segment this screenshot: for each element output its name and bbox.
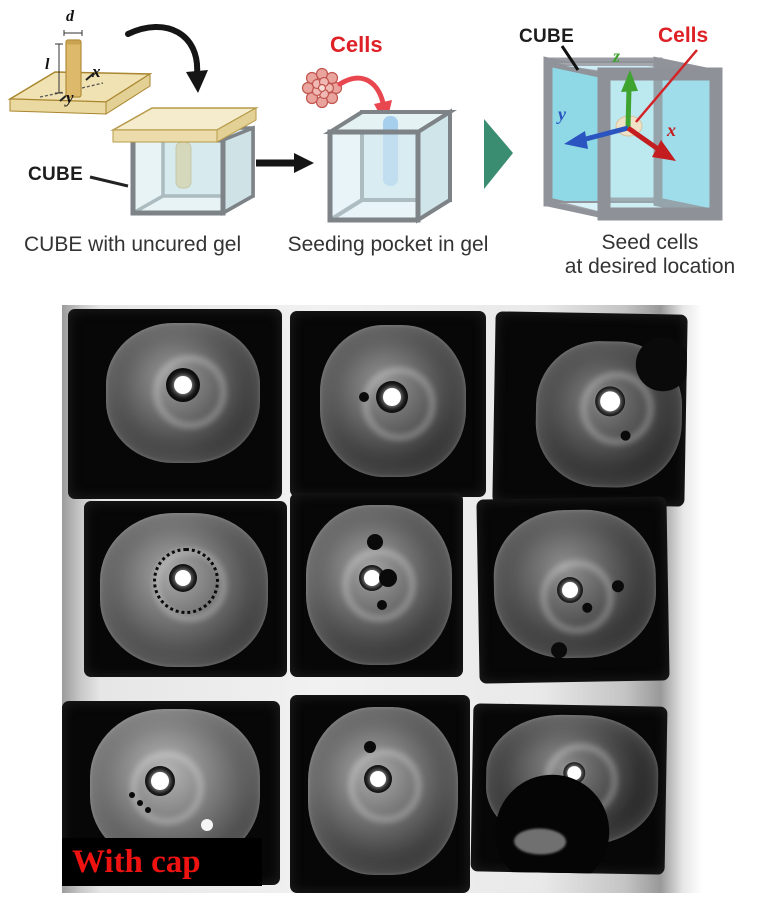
dark-circle [379,569,397,587]
sphere-core [383,388,401,406]
micro-cube-6 [476,496,670,684]
sphere-core [174,376,192,394]
dim-label-d: d [66,8,74,25]
cube-pointer-line [560,45,580,71]
cube-with-pocket [323,108,457,224]
green-step-arrow [484,119,513,189]
dim-label-l: l [45,56,50,73]
cube-pointer-line [89,175,129,188]
micro-cube-1 [68,309,282,499]
right-arrow [256,153,314,173]
dark-dot [377,600,387,610]
sphere-core [151,772,169,790]
caption-panel3-line1: Seed cells [601,231,699,254]
micro-cube-9 [470,703,668,875]
micro-cube-8 [290,695,470,893]
cells-pointer-line [635,49,698,123]
curved-arrow [125,24,208,93]
cube-with-cap [89,107,259,217]
caption-panel3-line2: at desired location [564,255,736,278]
dark-dot [359,392,369,402]
with-cap-text: With cap [72,844,201,880]
white-dot [201,819,213,831]
sphere-halo [342,548,416,622]
cube-3d [543,45,723,221]
caption-panel2: Seeding pocket in gel [287,233,489,256]
cube-label-panel1: CUBE [28,164,84,185]
axis-z-label: z [613,46,621,66]
schematic-section: d l x y CUBE CUBE with uncured gel Cells… [0,0,768,302]
dotted-ring [153,548,219,614]
micro-cube-2 [290,311,486,497]
sphere-halo [362,367,436,441]
schematic-drawing [7,24,723,224]
axis-y [564,125,629,149]
dark-circle [635,336,688,392]
axis-x [626,125,676,161]
dark-dot [582,602,593,613]
micro-cube-4 [84,501,287,677]
axis-z [621,70,638,129]
micro-cube-3 [492,311,688,507]
cube-label-panel3: CUBE [519,26,575,47]
sphere-core [370,771,386,787]
dark-dot [129,792,135,798]
sphere-halo [348,749,422,823]
sphere-halo [130,751,204,825]
cells-label-panel2: Cells [330,32,383,57]
with-cap-label: With cap [62,838,262,886]
sphere-core [364,570,380,586]
sphere-halo [153,355,227,429]
stamp-axis-y-label: y [66,88,74,107]
dark-dot [620,430,631,441]
dark-dot [364,741,376,753]
micro-cube-5 [290,493,463,677]
micrograph-photo: With cap [62,305,702,893]
dark-dot [367,534,383,550]
cell-cluster-icon [301,67,343,109]
stamp-tool [7,30,153,115]
void-hole [513,828,567,855]
axis-y-label: y [558,104,566,124]
stamp-pin [65,39,82,98]
caption-panel1: CUBE with uncured gel [24,233,242,256]
dark-dot [145,807,151,813]
dark-dot [137,800,143,806]
axis-x-label: x [667,120,676,140]
stamp-axis-x-label: x [92,62,101,81]
cells-label-panel3: Cells [658,24,709,47]
